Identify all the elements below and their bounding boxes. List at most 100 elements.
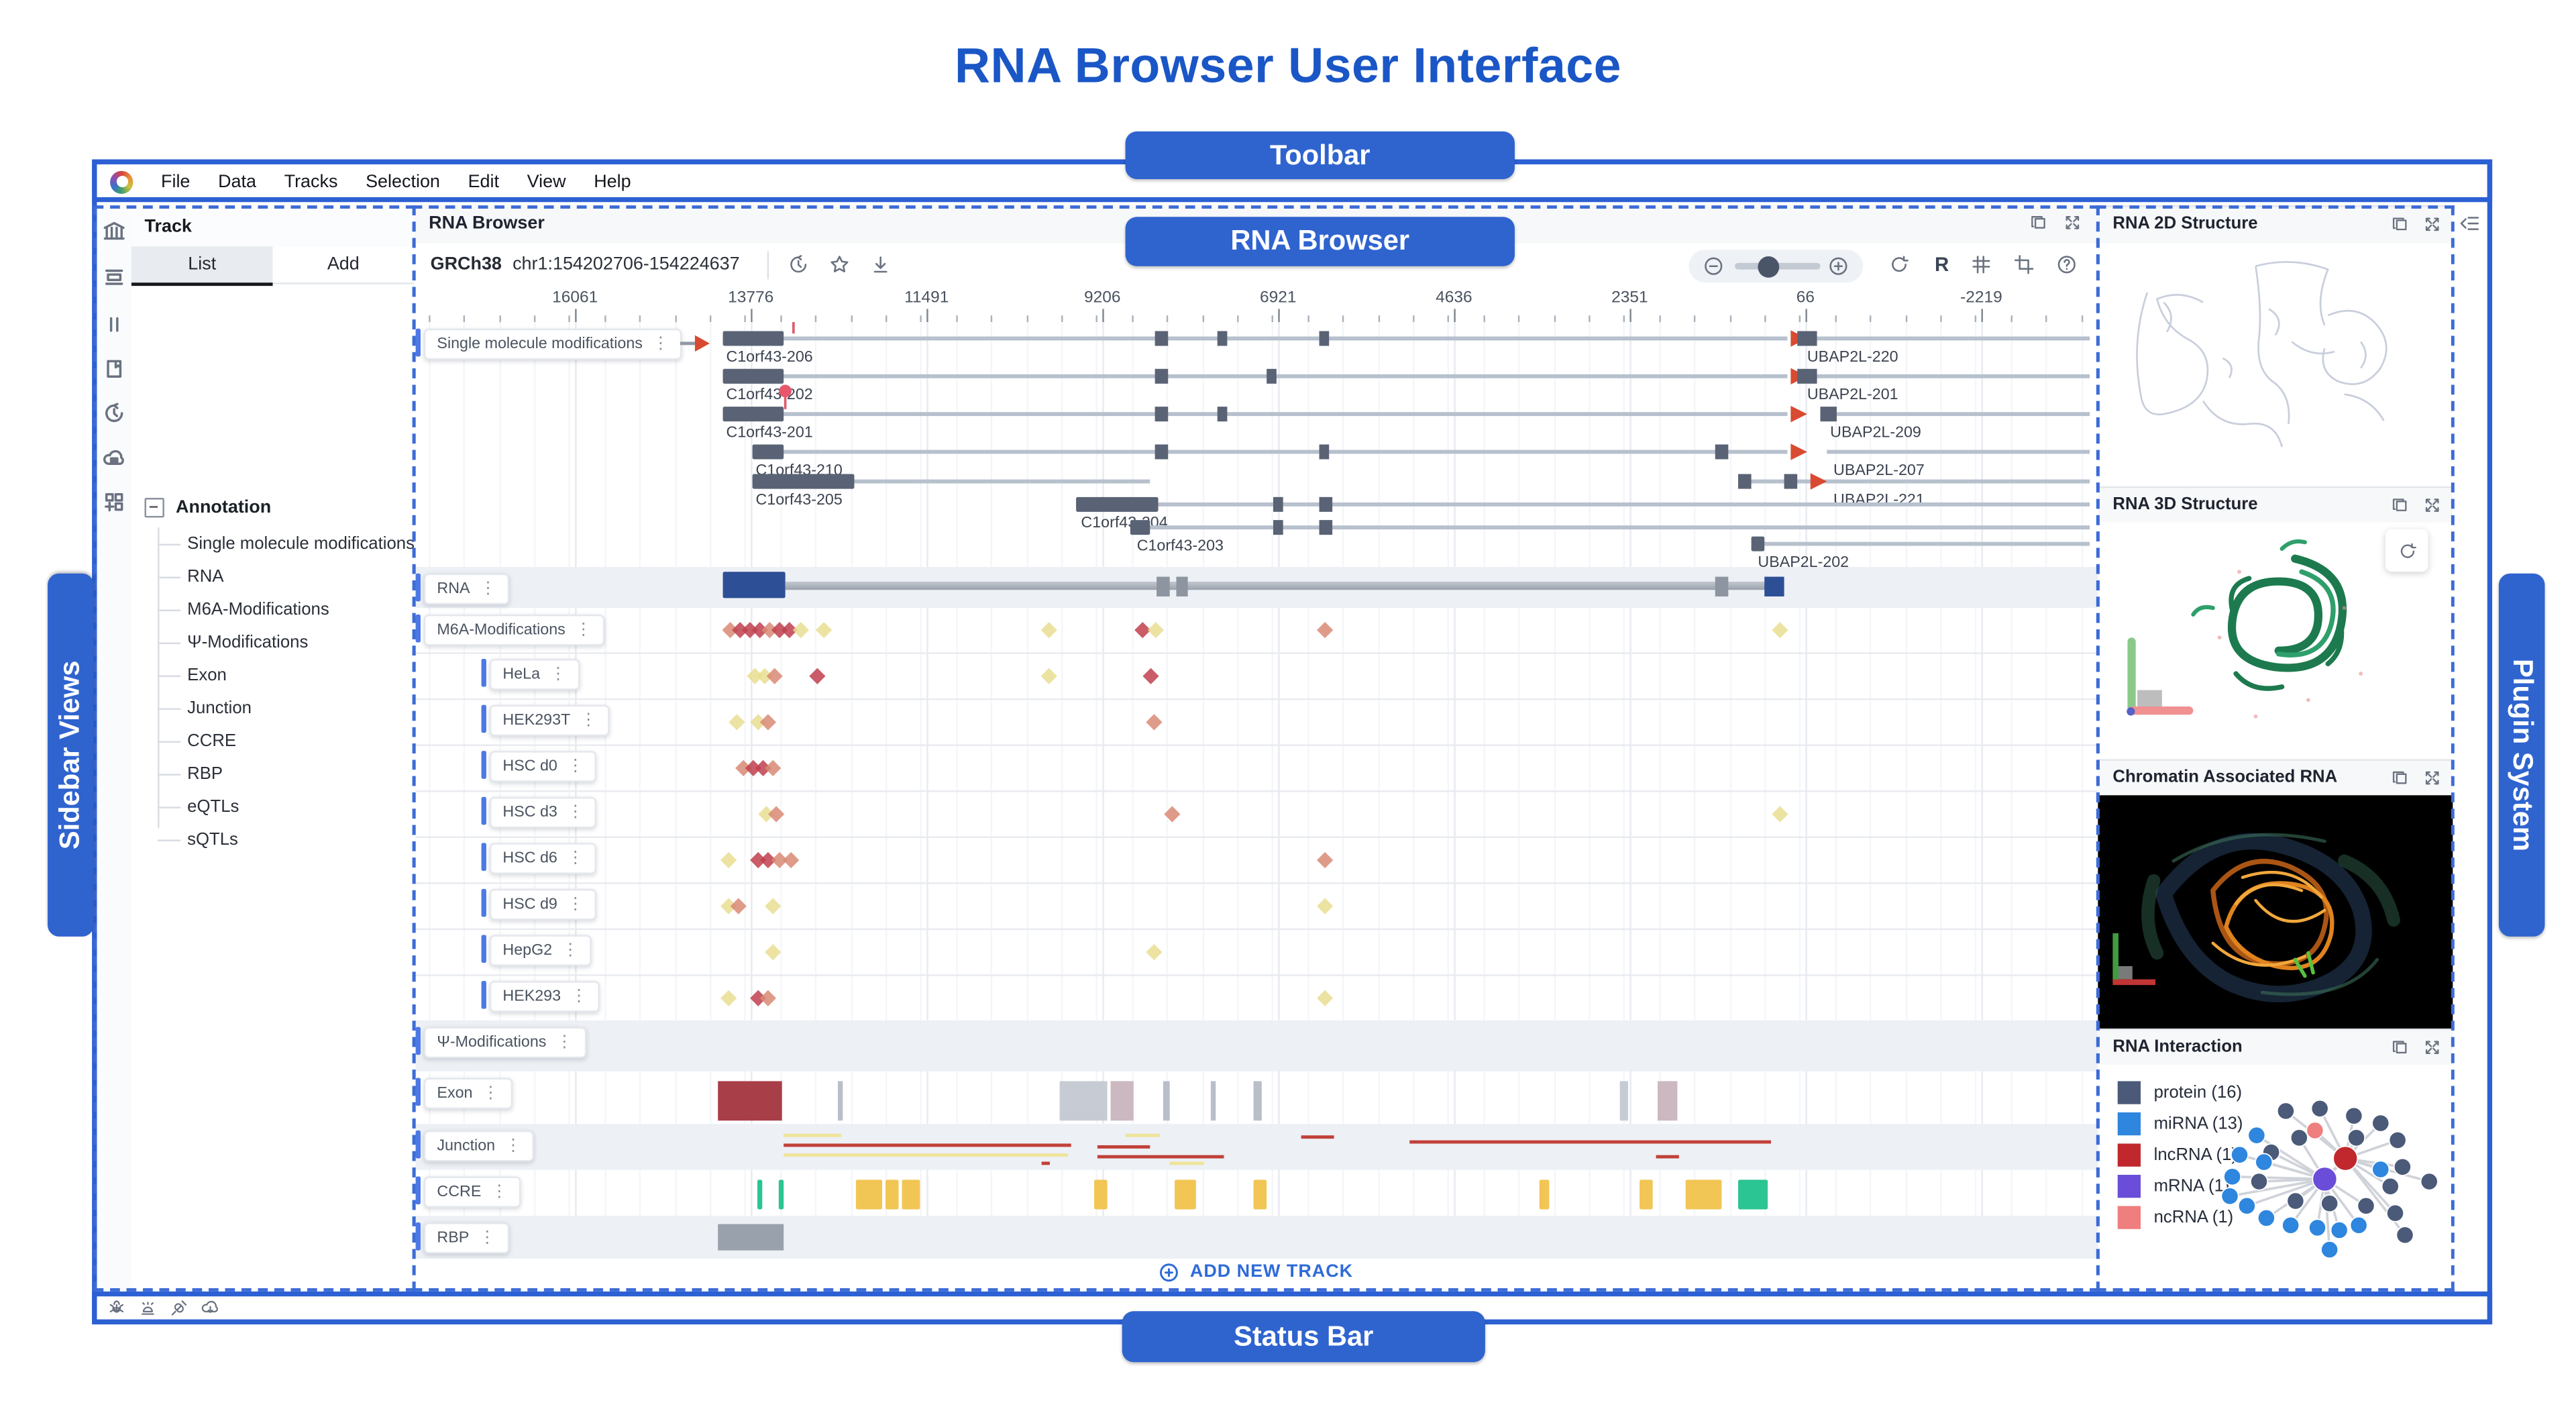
refresh-icon[interactable] <box>1886 252 1912 278</box>
collapse-panel-icon[interactable] <box>2458 212 2481 244</box>
expand-panel-icon[interactable] <box>2063 213 2082 231</box>
tree-item-m6a-modifications[interactable]: M6A-Modifications <box>157 599 329 620</box>
cloud-server-icon[interactable] <box>102 446 127 478</box>
track-menu-icon[interactable]: ⋮ <box>556 1033 573 1051</box>
track-chip-hepg2[interactable]: HepG2⋮ <box>489 935 592 967</box>
track-chip-hsc-d9[interactable]: HSC d9⋮ <box>489 888 597 921</box>
tree-item-rbp[interactable]: RBP <box>158 764 223 784</box>
duplicate-panel-icon[interactable] <box>2390 215 2408 233</box>
help-icon[interactable] <box>2053 252 2080 278</box>
track-menu-icon[interactable]: ⋮ <box>567 848 584 867</box>
history-icon[interactable] <box>786 252 812 278</box>
expand-panel-icon[interactable] <box>2423 769 2441 787</box>
duplicate-panel-icon[interactable] <box>2390 1039 2408 1057</box>
track-chip-junction[interactable]: Junction⋮ <box>423 1130 535 1162</box>
track-accent-bar <box>481 888 486 917</box>
track-chip-hsc-d3[interactable]: HSC d3⋮ <box>489 796 597 829</box>
track-chip-hek293[interactable]: HEK293⋮ <box>489 981 600 1012</box>
expand-panel-icon[interactable] <box>2423 496 2441 515</box>
tree-item-eqtls[interactable]: eQTLs <box>158 796 239 817</box>
reference-icon[interactable]: R <box>1935 253 1949 276</box>
expand-panel-icon[interactable] <box>2423 215 2441 233</box>
history-icon[interactable] <box>102 401 127 434</box>
zoom-slider[interactable] <box>1735 255 1821 277</box>
zoom-slider-knob[interactable] <box>1758 255 1780 277</box>
gridline-minor <box>464 322 466 1259</box>
tree-root-annotation[interactable]: Annotation <box>144 498 271 518</box>
bug-icon[interactable] <box>107 1298 126 1318</box>
track-menu-icon[interactable]: ⋮ <box>567 756 584 775</box>
tab-add[interactable]: Add <box>272 246 415 284</box>
menu-item-help[interactable]: Help <box>594 171 631 192</box>
track-menu-icon[interactable]: ⋮ <box>570 986 588 1005</box>
zoom-in-icon[interactable] <box>1827 254 1849 276</box>
duplicate-panel-icon[interactable] <box>2390 769 2408 787</box>
menu-item-selection[interactable]: Selection <box>366 171 440 192</box>
alarm-icon[interactable] <box>138 1298 158 1318</box>
tree-item-ccre[interactable]: CCRE <box>158 731 237 751</box>
plug-icon[interactable] <box>169 1298 189 1318</box>
track-menu-icon[interactable]: ⋮ <box>480 579 496 598</box>
menu-item-file[interactable]: File <box>161 171 191 192</box>
tree-item-sqtls[interactable]: sQTLs <box>158 829 238 850</box>
track-chip-ccre[interactable]: CCRE⋮ <box>423 1176 521 1208</box>
track-chip-m6a-modifications[interactable]: M6A-Modifications⋮ <box>423 614 605 646</box>
track-chip-hsc-d6[interactable]: HSC d6⋮ <box>489 843 597 874</box>
tracks-icon[interactable] <box>102 264 127 297</box>
track-menu-icon[interactable]: ⋮ <box>567 802 584 821</box>
cloud-download-icon[interactable] <box>201 1298 220 1318</box>
interaction-network[interactable] <box>2208 1068 2451 1287</box>
track-chip-rbp[interactable]: RBP⋮ <box>423 1222 509 1254</box>
track-menu-icon[interactable]: ⋮ <box>652 334 669 353</box>
locus-input[interactable]: chr1:154202706-154224637 <box>513 254 740 274</box>
plugins-icon[interactable] <box>102 490 127 523</box>
track-chip--modifications[interactable]: Ψ-Modifications⋮ <box>423 1027 586 1059</box>
tree-collapse-icon[interactable] <box>144 498 164 518</box>
gridline-minor <box>885 322 888 1259</box>
tree-item-rna[interactable]: RNA <box>157 566 224 587</box>
menu-item-edit[interactable]: Edit <box>468 171 500 192</box>
duplicate-panel-icon[interactable] <box>2390 496 2408 515</box>
tree-item-single-molecule-modifications[interactable]: Single molecule modifications <box>157 533 415 554</box>
institution-icon[interactable] <box>102 219 127 252</box>
track-chip-rna[interactable]: RNA⋮ <box>423 573 510 605</box>
track-menu-icon[interactable]: ⋮ <box>561 941 579 959</box>
gridline-minor <box>1518 322 1520 1259</box>
track-menu-icon[interactable]: ⋮ <box>504 1136 522 1155</box>
track-menu-icon[interactable]: ⋮ <box>491 1182 508 1200</box>
genome-select[interactable]: GRCh38 <box>430 254 502 274</box>
chromatin-associated-rna-view[interactable] <box>2098 795 2453 1029</box>
track-menu-icon[interactable]: ⋮ <box>567 894 584 913</box>
tree-item-junction[interactable]: Junction <box>157 698 252 719</box>
bookmark-icon[interactable] <box>102 356 127 389</box>
track-menu-icon[interactable]: ⋮ <box>549 664 567 683</box>
download-icon[interactable] <box>867 252 894 278</box>
grid-icon[interactable] <box>1968 252 1994 278</box>
track-menu-icon[interactable]: ⋮ <box>580 711 597 729</box>
duplicate-panel-icon[interactable] <box>2029 213 2047 231</box>
track-chip-hela[interactable]: HeLa⋮ <box>489 659 580 690</box>
track-menu-icon[interactable]: ⋮ <box>482 1084 499 1102</box>
rotate-3d-button[interactable] <box>2385 529 2428 572</box>
menu-item-data[interactable]: Data <box>218 171 257 192</box>
ruler-major-tick <box>1981 309 1983 323</box>
rna-2d-structure-view[interactable] <box>2098 243 2453 486</box>
track-menu-icon[interactable]: ⋮ <box>575 620 592 639</box>
track-chip-hsc-d0[interactable]: HSC d0⋮ <box>489 751 597 782</box>
zoom-out-icon[interactable] <box>1702 254 1725 276</box>
menu-item-view[interactable]: View <box>527 171 566 192</box>
crop-icon[interactable] <box>2011 252 2037 278</box>
star-icon[interactable] <box>826 252 853 278</box>
tree-item-exon[interactable]: Exon <box>158 665 227 686</box>
add-new-track-button[interactable]: ADD NEW TRACK <box>414 1255 2098 1288</box>
expand-panel-icon[interactable] <box>2423 1039 2441 1057</box>
pause-icon[interactable] <box>102 312 127 345</box>
track-chip-single-molecule[interactable]: Single molecule modifications⋮ <box>423 328 682 360</box>
track-chip-hek293t[interactable]: HEK293T⋮ <box>489 704 610 737</box>
track-menu-icon[interactable]: ⋮ <box>478 1228 496 1247</box>
ccre-element <box>1253 1180 1267 1210</box>
menu-item-tracks[interactable]: Tracks <box>284 171 338 192</box>
tree-item--modifications[interactable]: Ψ-Modifications <box>158 632 309 653</box>
tab-list[interactable]: List <box>131 246 273 286</box>
track-chip-exon[interactable]: Exon⋮ <box>423 1078 513 1110</box>
